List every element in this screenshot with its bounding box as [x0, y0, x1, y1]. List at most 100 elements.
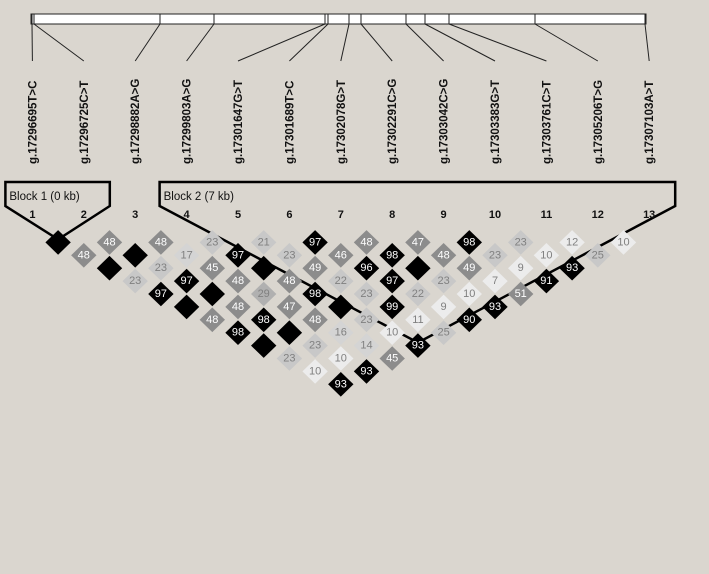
ld-value: 97: [386, 275, 398, 287]
connector-line: [360, 23, 393, 62]
ld-cell: [353, 281, 380, 307]
ld-cell: [45, 230, 71, 255]
connector-line: [424, 23, 496, 62]
ld-cell: [71, 243, 97, 268]
ld-value: 96: [360, 262, 372, 274]
ld-value: 14: [360, 340, 372, 352]
snp-label: g.17303042C>G: [439, 79, 451, 164]
ld-cell: [585, 243, 611, 268]
ld-value: 48: [360, 236, 372, 248]
block-label: Block 1 (0 kb): [9, 191, 79, 203]
ld-cell: [559, 230, 585, 255]
connector-line: [33, 23, 85, 62]
ld-cell: [379, 294, 405, 320]
ld-cell: [328, 294, 354, 320]
ld-cell: [225, 294, 251, 320]
connector-line: [340, 23, 350, 62]
ld-value: 98: [309, 288, 321, 300]
ld-value: 21: [258, 236, 270, 248]
ld-value: 16: [335, 327, 347, 339]
ld-cell: [302, 307, 328, 333]
ld-value: 25: [437, 327, 449, 339]
ld-cell: [482, 243, 508, 268]
ld-cell: [328, 320, 354, 345]
ld-value: 48: [309, 314, 321, 326]
ld-cell: [328, 243, 354, 268]
ld-value: 10: [309, 365, 321, 377]
ld-cell: [276, 243, 303, 268]
ld-value: 48: [155, 236, 167, 248]
connector-line: [405, 23, 444, 62]
ld-value: 93: [489, 301, 501, 313]
ld-cell: [405, 333, 431, 358]
ld-cell: [610, 230, 637, 255]
ld-value: 91: [540, 275, 552, 287]
snp-label: g.17301647G>T: [233, 80, 245, 164]
ld-cell: [302, 333, 328, 358]
snp-index: 6: [286, 209, 292, 221]
ld-cell: [430, 268, 457, 294]
ld-value: 93: [412, 340, 424, 352]
ld-cell: [456, 307, 482, 333]
ld-cell: [430, 294, 457, 320]
ld-cell: [173, 268, 200, 294]
ld-cell: [276, 320, 303, 345]
ld-cell: [379, 346, 405, 371]
ld-value: 23: [283, 249, 295, 261]
ld-value: 17: [180, 249, 192, 261]
ld-cell: [456, 281, 482, 307]
ld-cell: [173, 294, 200, 320]
ld-cell: [96, 230, 123, 255]
connector-line: [186, 23, 215, 62]
ld-value: 11: [412, 314, 423, 326]
ld-value: 23: [437, 275, 449, 287]
ld-value: 23: [155, 262, 167, 274]
ld-cell: [199, 307, 225, 333]
connector-line: [289, 23, 329, 62]
ld-value: 93: [566, 262, 578, 274]
snp-label: g.17299803A>G: [182, 79, 194, 164]
ld-cell: [430, 243, 457, 268]
ld-value: 97: [180, 275, 192, 287]
ld-cell: [559, 255, 585, 281]
position-ruler: [30, 13, 647, 25]
ld-cell: [508, 255, 534, 281]
ld-cell: [225, 243, 251, 268]
ld-cell: [353, 359, 380, 384]
ld-cell: [405, 255, 431, 281]
snp-index: 9: [441, 209, 447, 221]
ld-cell: [302, 359, 328, 384]
ld-value: 93: [335, 378, 347, 390]
ld-cell: [148, 255, 174, 281]
connector-line: [644, 23, 650, 62]
snp-index: 2: [81, 209, 87, 221]
ld-cell: [251, 230, 277, 255]
snp-label: g.17298882A>G: [130, 79, 142, 164]
ruler-bar: [30, 13, 647, 25]
ld-value: 45: [386, 353, 398, 365]
connector-line: [237, 23, 326, 62]
snp-label: g.17305206T>G: [593, 80, 605, 164]
ld-value: 97: [232, 249, 244, 261]
ld-cell: [276, 346, 303, 371]
ld-cell: [482, 294, 508, 320]
ld-cell: [405, 230, 431, 255]
ld-value: 49: [309, 262, 321, 274]
snp-index: 1: [29, 209, 35, 221]
ld-value: 10: [617, 236, 629, 248]
ld-cell: [251, 255, 277, 281]
ld-value: 45: [206, 262, 218, 274]
ld-value: 10: [386, 327, 398, 339]
ld-value: 48: [206, 314, 218, 326]
ld-value: 98: [232, 327, 244, 339]
snp-index: 8: [389, 209, 395, 221]
snp-label: g.17303383G>T: [490, 80, 502, 164]
snp-index: 11: [541, 209, 553, 221]
ld-cell: [353, 255, 380, 281]
ld-cell: [405, 281, 431, 307]
ld-cell: [276, 268, 303, 294]
ld-cell: [302, 281, 328, 307]
ld-value: 10: [463, 288, 475, 300]
ld-cell: [122, 268, 148, 294]
